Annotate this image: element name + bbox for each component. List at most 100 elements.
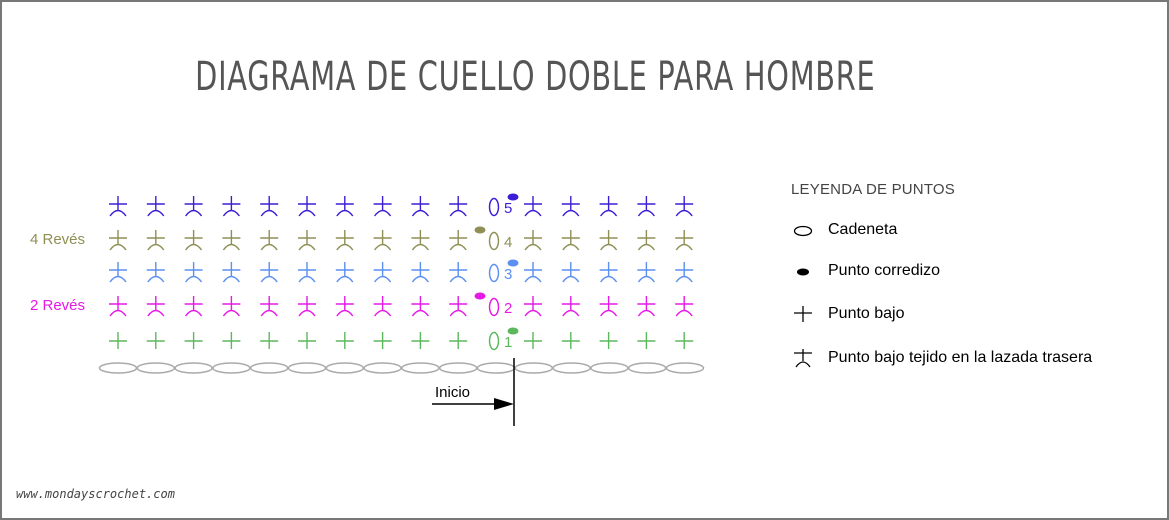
chain-stitch [514,362,554,374]
back-loop-single-crochet-stitch [335,262,354,283]
row-number: 4 [504,234,512,251]
start-arrow-icon [432,358,515,426]
back-loop-single-crochet-stitch [373,296,392,317]
back-loop-single-crochet-stitch [524,296,542,317]
back-loop-single-crochet-stitch [298,262,316,283]
back-loop-single-crochet-stitch [373,196,392,217]
back-loop-single-crochet-stitch [146,262,165,283]
slip-stitch [507,327,519,335]
back-loop-single-crochet-stitch [109,296,127,317]
chain-stitch [212,362,251,374]
chain-stitch [249,362,289,374]
single-crochet-stitch [373,332,392,349]
chain-stitch [98,362,138,374]
back-loop-single-crochet-stitch [675,296,694,317]
legend-label: Punto bajo [828,305,905,322]
turning-chain-stitch [488,331,500,351]
turning-chain-stitch [488,263,500,283]
single-crochet-stitch [222,332,241,349]
back-loop-single-crochet-stitch [184,296,203,317]
back-loop-single-crochet-stitch [260,296,279,317]
single-crochet-cross-icon [794,306,812,322]
back-loop-single-crochet-stitch [109,262,127,283]
back-loop-single-crochet-stitch [109,230,127,251]
diagram-title: DIAGRAMA DE CUELLO DOBLE PARA HOMBRE [195,54,876,100]
back-loop-single-crochet-stitch [599,196,618,217]
start-label: Inicio [435,384,471,401]
legend-label: Punto bajo tejido en la lazada trasera [828,349,1093,366]
back-loop-single-crochet-stitch [335,296,354,317]
back-loop-single-crochet-stitch [335,230,354,251]
back-loop-single-crochet-stitch [222,230,241,251]
back-loop-single-crochet-stitch [449,262,468,283]
back-loop-single-crochet-stitch [561,296,580,317]
single-crochet-stitch [109,332,127,349]
back-loop-single-crochet-stitch [599,296,618,317]
back-loop-single-crochet-stitch [260,196,279,217]
single-crochet-stitch [411,332,430,349]
back-loop-single-crochet-stitch [449,296,468,317]
row-side-label: 2 Revés [30,297,86,314]
chain-oval-icon [793,225,813,237]
slip-stitch-dot-icon [797,268,809,276]
back-loop-single-crochet-stitch [524,196,542,217]
back-loop-single-crochet-stitch [561,262,580,283]
back-loop-single-crochet-stitch [411,296,430,317]
back-loop-single-crochet-stitch [146,230,165,251]
single-crochet-stitch [146,332,165,349]
chain-stitch [627,362,667,374]
back-loop-single-crochet-stitch [298,230,316,251]
back-loop-single-crochet-stitch [637,262,656,283]
back-loop-single-crochet-stitch [222,196,241,217]
legend-label: Cadeneta [828,221,898,238]
row-number: 2 [504,300,512,317]
back-loop-single-crochet-stitch [184,196,203,217]
back-loop-single-crochet-stitch [260,262,279,283]
back-loop-single-crochet-stitch [146,196,165,217]
single-crochet-stitch [298,332,316,349]
chain-stitch [401,362,440,374]
back-loop-single-crochet-stitch [524,230,542,251]
chain-stitch [174,362,213,374]
row-number: 1 [504,334,512,351]
slip-stitch [507,193,519,201]
back-loop-single-crochet-stitch [411,230,430,251]
back-loop-single-crochet-stitch [222,296,241,317]
chain-stitch [363,362,402,374]
back-loop-single-crochet-stitch [637,296,656,317]
back-loop-single-crochet-stitch [637,196,656,217]
back-loop-single-crochet-stitch [411,262,430,283]
chain-stitch [590,362,629,374]
chain-stitch [552,362,591,374]
row-number: 3 [504,266,512,283]
single-crochet-stitch [675,332,694,349]
back-loop-single-crochet-stitch [675,262,694,283]
row-number: 5 [504,200,512,217]
back-loop-single-crochet-stitch [561,196,580,217]
chain-stitch [665,362,705,374]
chain-stitch [325,362,365,374]
back-loop-single-crochet-stitch [524,262,542,283]
turning-chain-stitch [488,197,500,217]
single-crochet-stitch [637,332,656,349]
chain-stitch [287,362,327,374]
single-crochet-stitch [335,332,354,349]
back-loop-single-crochet-stitch [260,230,279,251]
chain-stitch [136,362,176,374]
back-loop-single-crochet-stitch [599,262,618,283]
single-crochet-stitch [260,332,279,349]
row-side-label: 4 Revés [30,231,86,248]
back-loop-single-crochet-stitch [184,262,203,283]
turning-chain-stitch [488,297,500,317]
back-loop-single-crochet-stitch [561,230,580,251]
single-crochet-stitch [184,332,203,349]
back-loop-single-crochet-stitch [637,230,656,251]
back-loop-single-crochet-stitch [675,230,694,251]
back-loop-single-crochet-stitch [335,196,354,217]
back-loop-single-crochet-stitch [449,230,468,251]
back-loop-single-crochet-stitch [449,196,468,217]
slip-stitch [474,226,486,234]
footer-url: www.mondayscrochet.com [16,487,175,501]
back-loop-single-crochet-icon [794,349,812,368]
